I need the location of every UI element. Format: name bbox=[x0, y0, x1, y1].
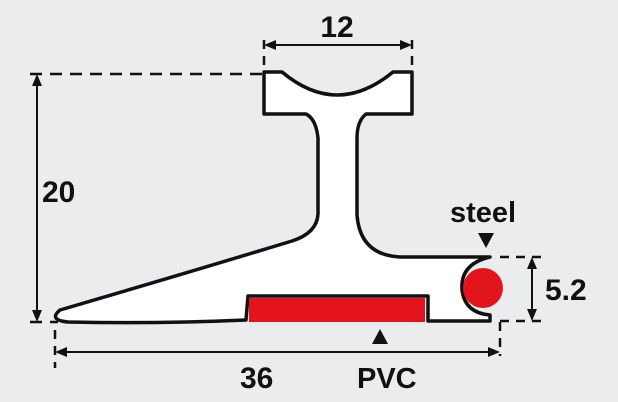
dimension-base-width bbox=[55, 347, 500, 357]
pvc-insert bbox=[249, 298, 425, 322]
pvc-label: PVC bbox=[357, 363, 417, 395]
height-label: 20 bbox=[42, 176, 75, 209]
steel-core bbox=[463, 268, 503, 308]
dimension-bead-height bbox=[527, 257, 537, 321]
steel-pointer-icon bbox=[478, 233, 494, 248]
base-width-label: 36 bbox=[240, 362, 273, 395]
top-width-label: 12 bbox=[320, 11, 353, 44]
dimension-top-width bbox=[264, 40, 412, 50]
steel-label: steel bbox=[450, 197, 516, 229]
profile-outline bbox=[53, 70, 492, 325]
bead-height-label: 5.2 bbox=[545, 274, 587, 307]
dimension-height bbox=[32, 74, 42, 322]
pvc-pointer-icon bbox=[372, 329, 388, 344]
